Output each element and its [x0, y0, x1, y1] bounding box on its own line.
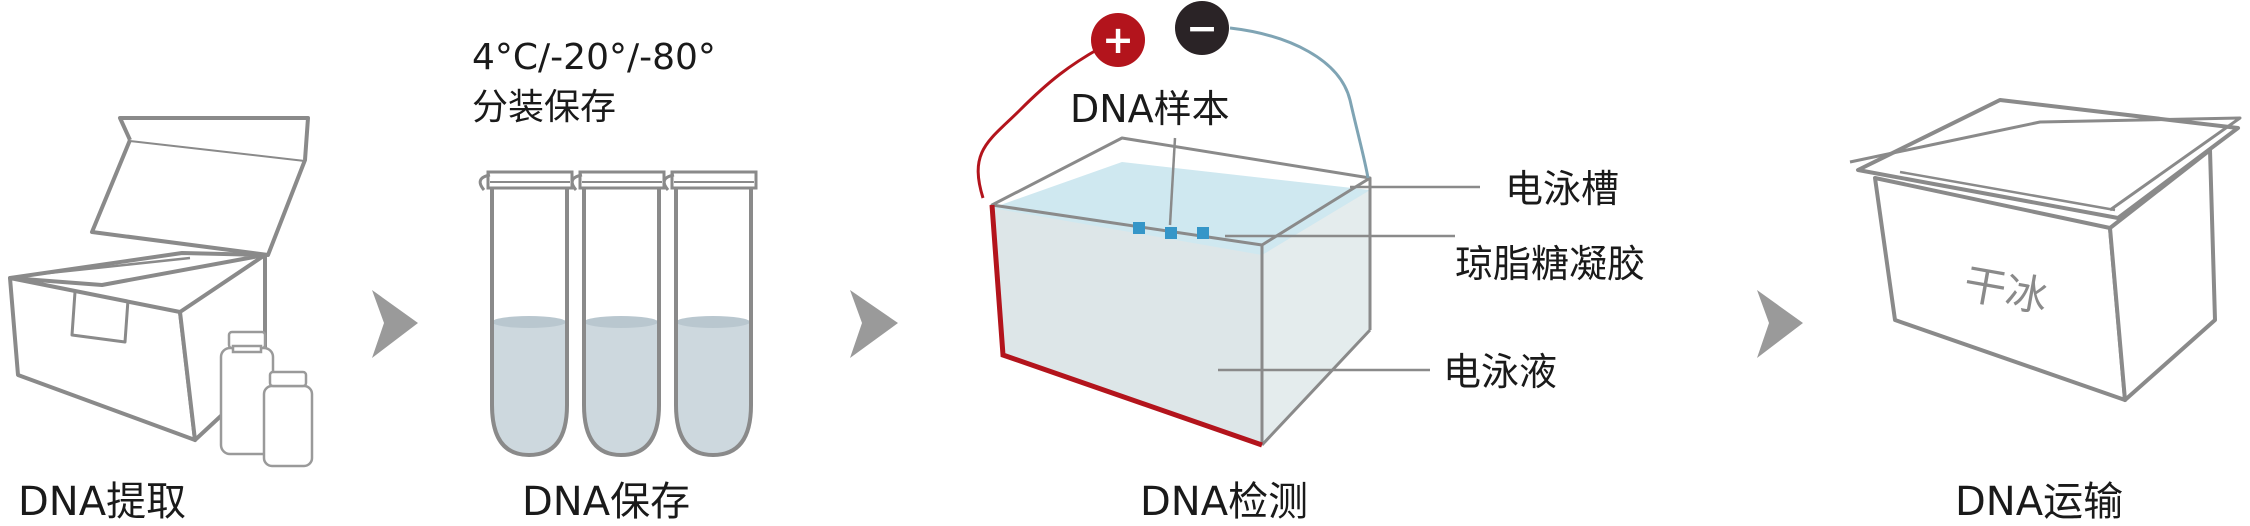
positive-symbol: + — [1102, 18, 1134, 62]
centrifuge-tubes-icon — [478, 170, 758, 458]
callout-leaders — [1218, 185, 1480, 372]
electrophoresis-tank-icon — [989, 136, 1372, 448]
gel-label: 琼脂糖凝胶 — [1455, 242, 1646, 286]
storage-temperatures: 4°C/-20°/-80° — [472, 37, 716, 78]
positive-electrode-icon: + — [976, 13, 1145, 199]
step-label-extraction: DNA提取 — [18, 479, 187, 525]
dry-ice-box-icon — [1849, 98, 2242, 402]
reagent-bottles-icon — [219, 330, 314, 468]
negative-electrode-icon: − — [1175, 1, 1370, 179]
negative-symbol: − — [1186, 6, 1218, 50]
sample-label: DNA样本 — [1070, 87, 1230, 131]
arrow-1-icon — [372, 290, 418, 358]
extraction-box-icon — [8, 116, 310, 442]
storage-note: 分装保存 — [472, 87, 617, 128]
step-label-storage: DNA保存 — [522, 479, 691, 525]
arrow-2-icon — [850, 290, 898, 358]
arrow-3-icon — [1757, 290, 1803, 358]
step-label-detection: DNA检测 — [1140, 479, 1309, 525]
step-label-transport: DNA运输 — [1955, 479, 2124, 525]
buffer-label: 电泳液 — [1443, 350, 1558, 394]
tank-label: 电泳槽 — [1505, 167, 1620, 211]
